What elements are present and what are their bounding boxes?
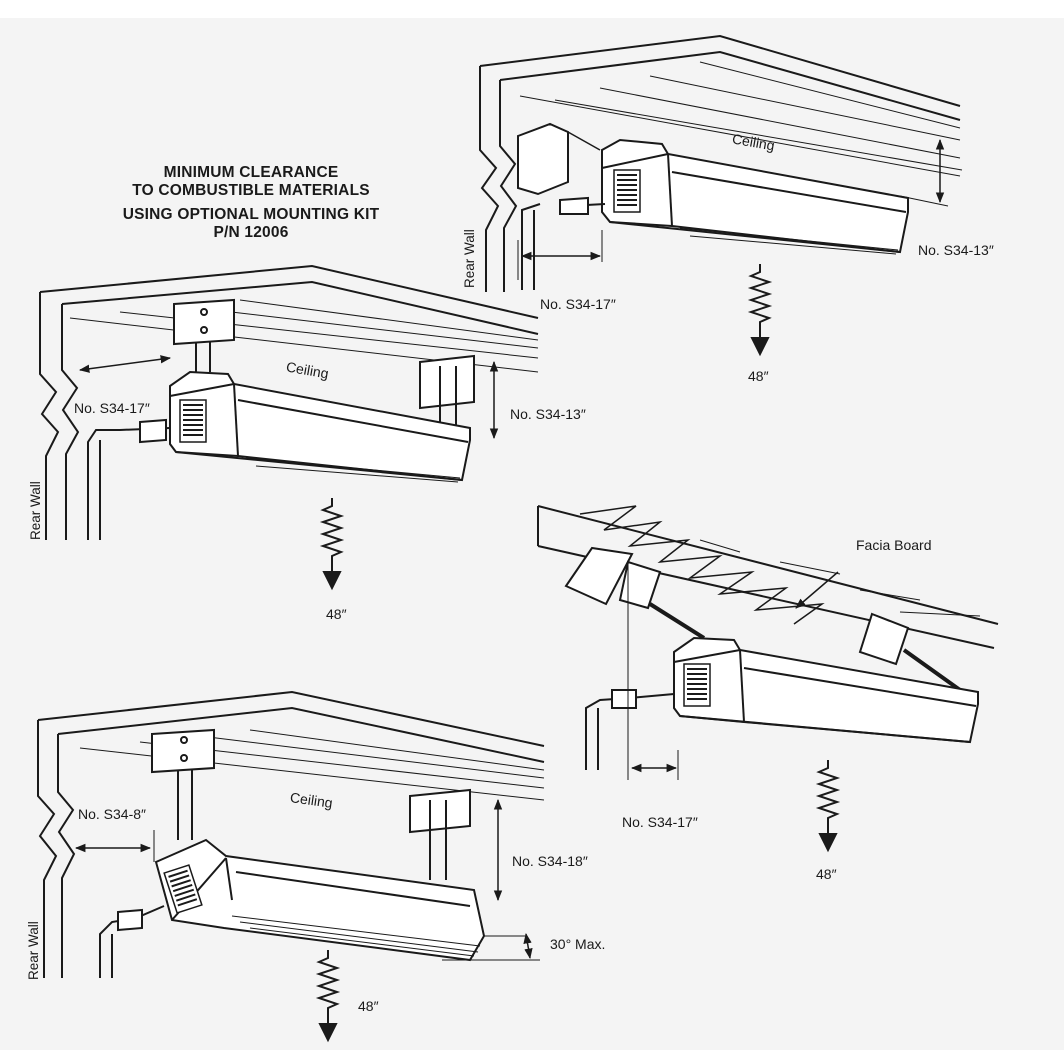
drawing-ceiling-mount [39,264,539,589]
floor-clearance-label-3: 48″ [816,866,837,882]
drawing-facia-mount [537,505,999,851]
rear-wall-label-2: Rear Wall [28,481,43,540]
clearance-wall-label-3: No. S34-17″ [622,814,698,830]
clearance-ceiling-label-1: No. S34-13″ [918,242,994,258]
tilt-angle-label: 30° Max. [550,936,606,952]
facia-board-label: Facia Board [856,537,932,553]
title-line-4: P/N 12006 [213,224,289,241]
clearance-wall-label-2: No. S34-17″ [74,400,150,416]
floor-clearance-label-4: 48″ [358,998,379,1014]
title-line-2: TO COMBUSTIBLE MATERIALS [132,182,370,199]
title-line-3: USING OPTIONAL MOUNTING KIT [122,206,380,223]
floor-clearance-label-1: 48″ [748,368,769,384]
drawing-wall-mount [479,34,963,355]
clearance-wall-label-1: No. S34-17″ [540,296,616,312]
rear-wall-label-4: Rear Wall [26,921,41,980]
top-band [0,0,1064,18]
rear-wall-label-1: Rear Wall [462,229,477,288]
clearance-ceiling-label-4: No. S34-18″ [512,853,588,869]
title-line-1: MINIMUM CLEARANCE [163,164,339,181]
floor-clearance-label-2: 48″ [326,606,347,622]
clearance-ceiling-label-2: No. S34-13″ [510,406,586,422]
clearance-wall-label-4: No. S34-8″ [78,806,146,822]
diagram-title: MINIMUM CLEARANCE TO COMBUSTIBLE MATERIA… [76,164,426,242]
drawing-tilted-mount [37,690,545,1041]
